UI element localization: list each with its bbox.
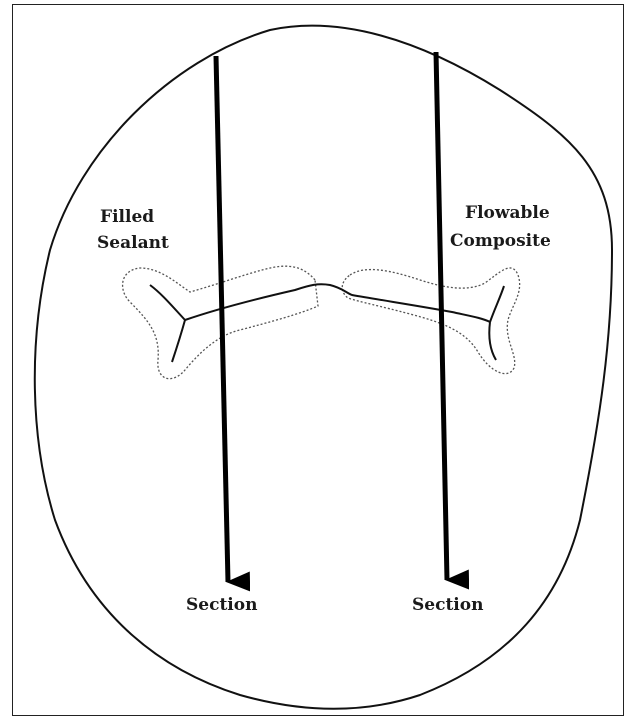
right-fissure-branch-upper [490, 286, 504, 322]
left-material-label-line2: Sealant [97, 233, 169, 253]
left-fissure-branch-lower [172, 320, 185, 362]
right-fissure-branch-lower [489, 322, 496, 360]
right-composite-outline [342, 268, 519, 374]
right-section-label: Section [412, 595, 483, 615]
left-section-arrow [216, 56, 228, 582]
left-material-label-line1: Filled [100, 207, 154, 227]
left-fissure-branch-upper [150, 285, 185, 320]
right-section-arrow [436, 52, 447, 580]
tooth-outline [35, 26, 612, 709]
left-section-label: Section [186, 595, 257, 615]
fissure-line [185, 284, 490, 322]
right-material-label-line1: Flowable [465, 203, 550, 223]
right-material-label-line2: Composite [450, 231, 551, 251]
